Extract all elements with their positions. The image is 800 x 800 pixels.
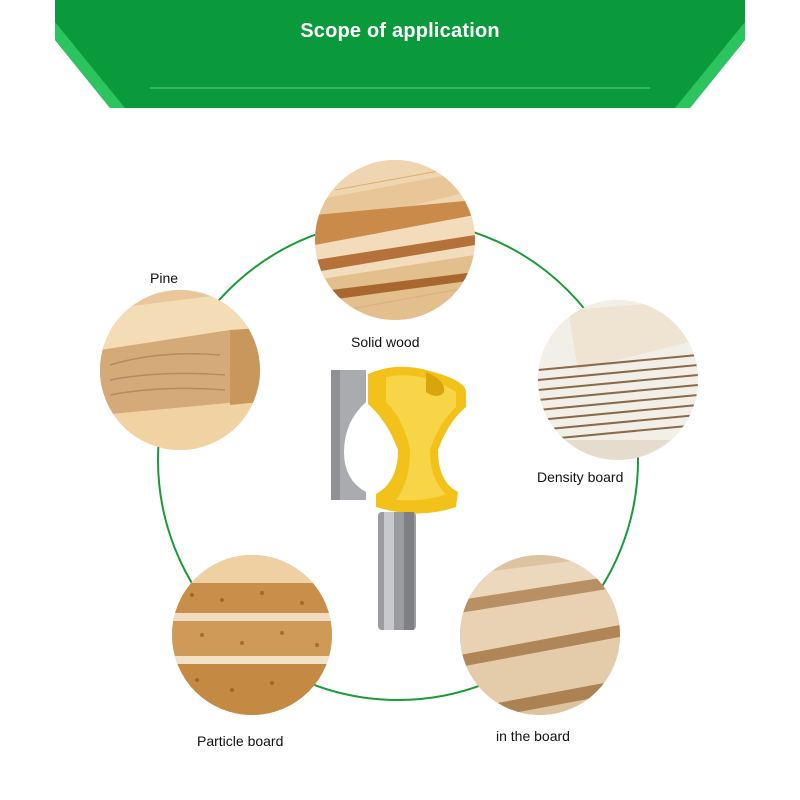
router-bit-illustration <box>326 362 471 647</box>
label-in-the-board: in the board <box>496 728 570 744</box>
mdf-board-photo <box>460 555 620 715</box>
label-solid-wood: Solid wood <box>351 334 420 350</box>
particle-board-photo <box>172 555 332 715</box>
density-board-photo <box>538 300 698 460</box>
pine-photo <box>100 290 260 450</box>
label-particle-board: Particle board <box>197 733 284 749</box>
label-pine: Pine <box>150 270 179 286</box>
banner-shape <box>55 0 745 108</box>
header-banner: Scope of application <box>0 0 800 115</box>
label-density-board: Density board <box>537 469 624 485</box>
page-title: Scope of application <box>300 20 500 42</box>
solid-wood-photo <box>315 160 475 320</box>
